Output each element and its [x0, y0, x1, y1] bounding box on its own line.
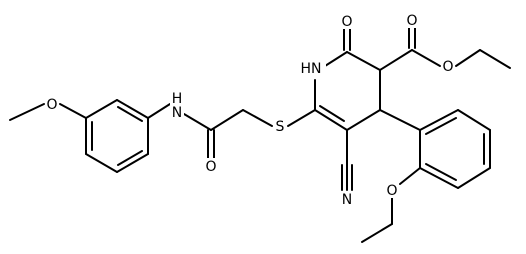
atom-nh-ring: HN: [301, 61, 322, 77]
bond-c6-s: [287, 109, 316, 127]
atom-o-lactam: O: [341, 14, 352, 30]
bond-n-c2: [324, 51, 348, 67]
bond-ar1-f-inner: [117, 106, 143, 122]
bond-s-ch2: [242, 109, 273, 127]
bond-c5-c6-inner: [319, 105, 345, 122]
atom-n-nitrile: N: [342, 192, 352, 208]
bond-ar2-a: [419, 109, 459, 131]
bond-ch2-camide: [210, 109, 244, 131]
atom-o-ethoxy: O: [386, 183, 397, 199]
bond-ar1-c: [85, 153, 118, 173]
atom-s-thioether: S: [276, 119, 285, 135]
bond-ar2-a-inner: [425, 117, 457, 135]
bond-ar2-e-inner: [425, 163, 457, 181]
bond-ome-ch3: [9, 103, 45, 121]
bond-ch2-ch3: [479, 49, 511, 69]
bond-ar1-ome: [59, 103, 87, 119]
bond-cester-oalk: [411, 49, 441, 67]
bond-ar2-b: [457, 109, 491, 131]
bond-c3-cester: [379, 49, 413, 71]
bond-oalk-ch2: [455, 49, 481, 67]
bond-ar2-d: [457, 167, 491, 189]
bond-n-aryl: [147, 103, 171, 119]
atom-labels: HN O O O S H N O O O N: [45, 12, 455, 208]
atom-h-amide: H: [172, 91, 183, 107]
bond-c2-c3: [346, 51, 381, 71]
bond-ar1-f: [116, 99, 149, 119]
bond-ar2-oet: [399, 167, 421, 185]
atom-o-methoxy: O: [46, 97, 57, 113]
bond-c5-c6: [314, 109, 348, 131]
atom-o-amide: O: [205, 159, 216, 175]
bond-et-ch3: [361, 223, 393, 243]
bond-ar1-e: [85, 99, 118, 119]
atom-o-ester-carbonyl: O: [406, 13, 417, 29]
bond-c4-c5: [346, 109, 381, 131]
bonds: [9, 26, 511, 243]
bond-camide-n: [183, 113, 212, 131]
atom-o-ester-single: O: [442, 59, 453, 75]
atom-n-amide: N: [172, 105, 182, 121]
bond-c4-ar2: [379, 109, 421, 131]
bond-ar1-b: [116, 153, 149, 173]
bond-ar1-b-inner: [117, 150, 143, 166]
bond-ar2-e: [419, 167, 459, 189]
